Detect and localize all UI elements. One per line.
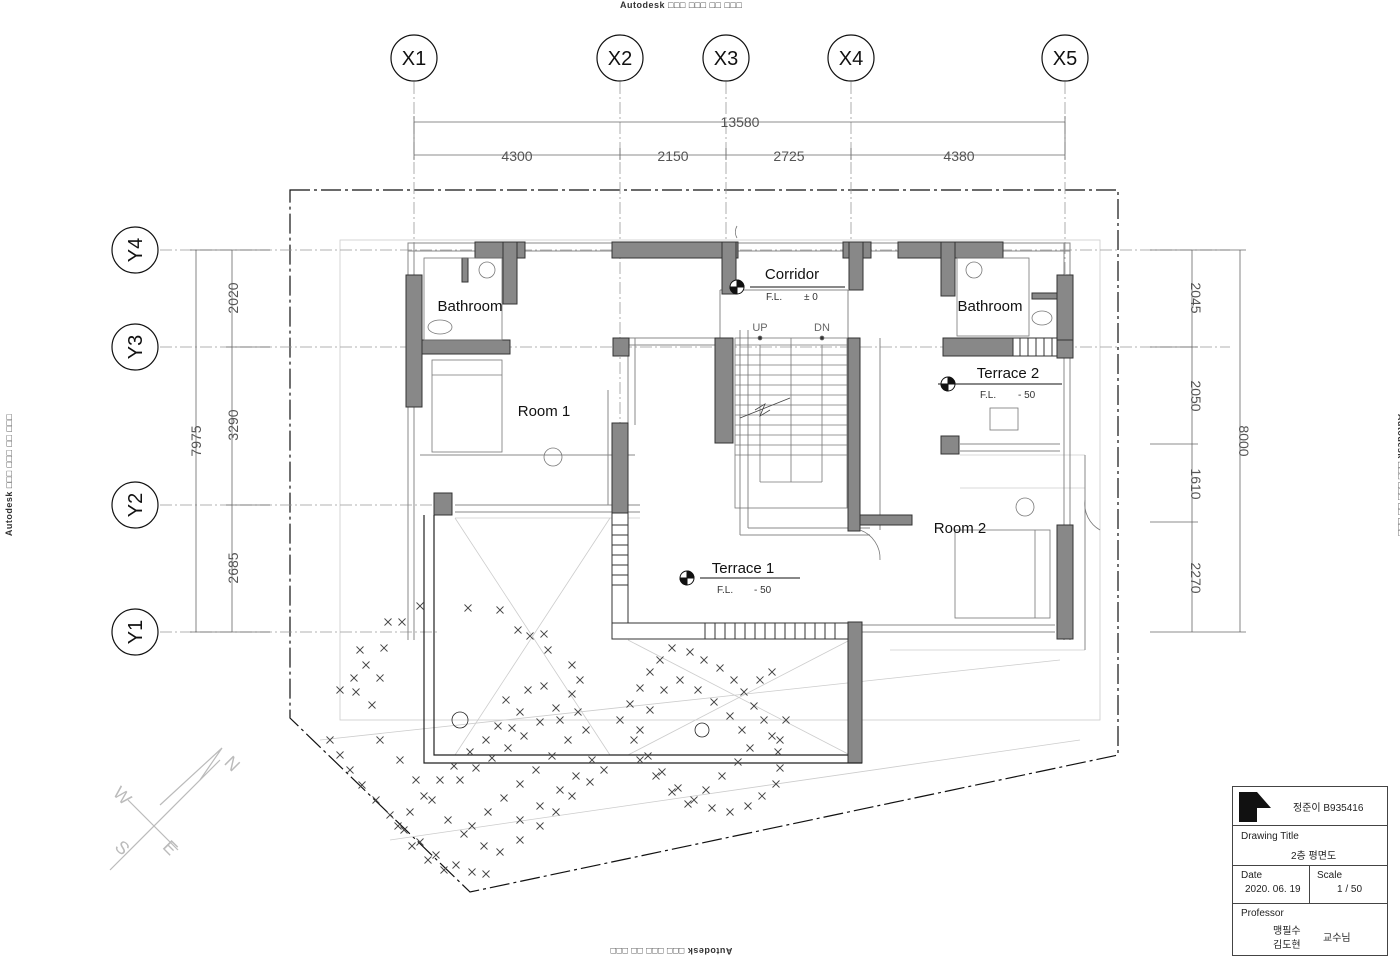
terrace1-railing [611,512,849,640]
grid-label-x5: X5 [1053,48,1077,70]
level-terrace2-val: - 50 [1018,390,1036,401]
dimension-lines-left [190,249,270,633]
label-corridor: Corridor [765,266,819,283]
drawing-title: 2층 평면도 [1291,851,1337,862]
fixtures [423,225,1101,619]
tb-row-date: Date 2020. 06. 19 Scale 1 / 50 [1233,865,1387,904]
stair-up-label: UP [752,322,767,334]
grid-label-x2: X2 [608,48,632,70]
level-markers [679,279,1062,586]
label-bathroom-2: Bathroom [957,298,1022,315]
compass-e: E [159,836,182,859]
dim-left-part-3: 2685 [225,552,241,583]
grid-label-x3: X3 [714,48,738,70]
drawing-title-label: Drawing Title [1241,831,1299,842]
label-terrace-1: Terrace 1 [712,560,775,577]
scale-label: Scale [1317,870,1343,881]
grid-label-y3: Y3 [125,335,147,359]
professor-suffix: 교수님 [1323,933,1351,944]
author: 정준이 B935416 [1293,803,1364,814]
dim-right-part-4: 2270 [1188,562,1204,593]
grid-label-x4: X4 [839,48,863,70]
title-block: 정준이 B935416 Drawing Title 2층 평면도 Date 20… [1232,786,1388,956]
logo-icon [1239,792,1271,822]
date-label: Date [1241,870,1263,881]
tb-row-professor: Professor 맹필수 김도현 교수님 [1233,903,1387,956]
level-corridor-val: ± 0 [804,292,818,303]
dim-top-part-4: 4380 [943,148,974,164]
dim-right-part-1: 2045 [1188,282,1204,313]
grid-label-y1: Y1 [125,620,147,644]
stair [734,335,848,509]
level-corridor-fl: F.L. [766,292,782,303]
dim-right-part-2: 2050 [1188,380,1204,411]
dim-left-part-1: 2020 [225,282,241,313]
grid-label-y2: Y2 [125,493,147,517]
terrace2-railing [1019,338,1053,356]
terrace1-railing-ticks [612,524,836,639]
level-terrace1-fl: F.L. [717,585,733,596]
compass-w: W [109,783,135,809]
date-value: 2020. 06. 19 [1245,884,1301,895]
courtyard-outline [423,515,862,764]
construction-lines [319,239,1101,841]
watermark-top: Autodesk □□□ □□□ □□ □□□ [620,0,743,10]
dim-right-total: 8000 [1236,425,1252,456]
label-room-1: Room 1 [518,403,571,420]
label-room-2: Room 2 [934,520,987,537]
professor-2: 김도현 [1273,940,1301,951]
tb-row-drawing-title: Drawing Title 2층 평면도 [1233,825,1387,866]
grid-bubbles-x: X1 X2 X3 X4 X5 [390,34,1089,82]
compass-s: S [111,836,134,859]
site-boundary [289,189,1119,893]
level-terrace2-fl: F.L. [980,390,996,401]
thick-walls [405,241,1074,764]
dim-top-part-3: 2725 [773,148,804,164]
dimension-lines-right [1150,249,1246,633]
dim-right-part-3: 1610 [1188,468,1204,499]
scale-value: 1 / 50 [1337,884,1363,895]
compass-icon [109,747,223,871]
dim-top-part-2: 2150 [657,148,688,164]
professor-label: Professor [1241,908,1284,919]
grid-label-x1: X1 [402,48,426,70]
dimension-lines-top [413,116,1066,160]
compass-n: N [221,752,244,775]
grid-bubbles-y: Y4 Y3 Y2 Y1 [111,226,159,656]
dim-left-total: 7975 [188,425,204,456]
dim-left-part-2: 3290 [225,409,241,440]
level-terrace1-val: - 50 [754,585,772,596]
stair-dn-label: DN [814,322,830,334]
grid-label-y4: Y4 [125,238,147,262]
vegetation [326,602,790,878]
dim-top-part-1: 4300 [501,148,532,164]
professor-1: 맹필수 [1273,926,1301,937]
dim-top-total: 13580 [721,114,760,130]
label-bathroom-1: Bathroom [437,298,502,315]
label-terrace-2: Terrace 2 [977,365,1040,382]
